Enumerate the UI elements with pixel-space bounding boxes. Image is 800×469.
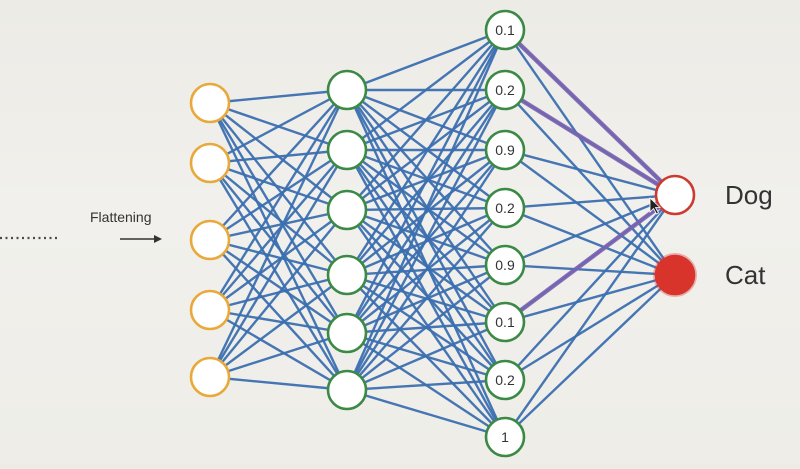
strong-edge (503, 193, 677, 324)
strong-edge (503, 28, 677, 197)
strong-edge (503, 88, 677, 197)
node-value-label: 0.1 (495, 314, 515, 330)
input-node (189, 356, 231, 398)
edge (208, 162, 349, 391)
edge (209, 149, 348, 311)
edge (504, 194, 676, 381)
edge (346, 89, 506, 211)
hidden-value-node (484, 244, 526, 286)
edge (346, 209, 506, 438)
edge (208, 89, 349, 378)
node-value-label: 0.2 (495, 372, 515, 388)
edge (346, 388, 506, 439)
edge (209, 102, 348, 276)
input-node (189, 142, 231, 184)
node-value-label: 0.9 (495, 257, 515, 273)
input-node (189, 82, 231, 124)
edge (504, 148, 676, 197)
edge (504, 273, 676, 324)
hidden-value-node (484, 301, 526, 343)
edge (504, 274, 676, 438)
edge (346, 28, 506, 92)
edge (504, 273, 676, 382)
edge (345, 29, 507, 276)
edge (346, 264, 506, 391)
hidden-value-node (484, 187, 526, 229)
edge (504, 29, 676, 276)
edge (209, 208, 348, 242)
node-value-label: 0.9 (495, 142, 515, 158)
edge (209, 148, 348, 242)
edge (345, 149, 507, 391)
node-value-label: 0.2 (495, 82, 515, 98)
edge (209, 239, 348, 391)
edge (346, 320, 506, 392)
edge (345, 89, 507, 391)
edge (345, 29, 507, 334)
output-node (654, 174, 696, 216)
edge (346, 207, 506, 391)
edge (209, 88, 348, 165)
flatten-label: Flattening (90, 209, 151, 225)
edge (209, 375, 348, 392)
edge (209, 209, 348, 311)
edge (209, 148, 348, 165)
output-node (654, 254, 696, 296)
edge (346, 209, 506, 323)
edge (208, 89, 349, 311)
node-value-label: 0.2 (495, 200, 515, 216)
output-label: Cat (725, 260, 766, 290)
mouse-cursor-icon (649, 197, 662, 215)
edge (345, 29, 507, 391)
edge (346, 209, 506, 381)
edge (346, 29, 506, 151)
edge (504, 149, 676, 276)
hidden-node (326, 129, 368, 171)
edge (504, 263, 676, 277)
flatten-arrow (120, 235, 162, 243)
edge (209, 238, 348, 277)
node-value-label: 0.1 (495, 22, 515, 38)
edge (504, 194, 676, 438)
hidden-value-node (484, 359, 526, 401)
hidden-node (326, 254, 368, 296)
edge (504, 89, 676, 276)
strong-connection-edges (503, 28, 677, 324)
edge (346, 89, 506, 266)
edge (208, 149, 349, 378)
hidden-node (326, 369, 368, 411)
hidden-node (326, 312, 368, 354)
edge (504, 193, 676, 210)
edge (209, 209, 348, 378)
edge (209, 162, 348, 334)
hidden-value-node (484, 129, 526, 171)
edge (209, 89, 348, 241)
hidden-value-node (484, 9, 526, 51)
output-label: Dog (725, 180, 773, 210)
edge (209, 88, 348, 105)
input-node (189, 219, 231, 261)
edge (504, 193, 676, 267)
edge (209, 162, 348, 276)
hidden-value-node (484, 416, 526, 458)
edge (209, 239, 348, 334)
edge (209, 161, 348, 212)
node-value-label: 1 (501, 429, 509, 445)
edge (209, 308, 348, 392)
connection-edges (208, 28, 676, 439)
edge (209, 308, 348, 335)
hidden-node (326, 189, 368, 231)
edge (209, 331, 348, 379)
hidden-node (326, 69, 368, 111)
edge (346, 378, 506, 392)
hidden-value-node (484, 69, 526, 111)
edge (504, 206, 676, 277)
input-node (189, 289, 231, 331)
edge (346, 29, 506, 211)
edge (209, 274, 348, 378)
